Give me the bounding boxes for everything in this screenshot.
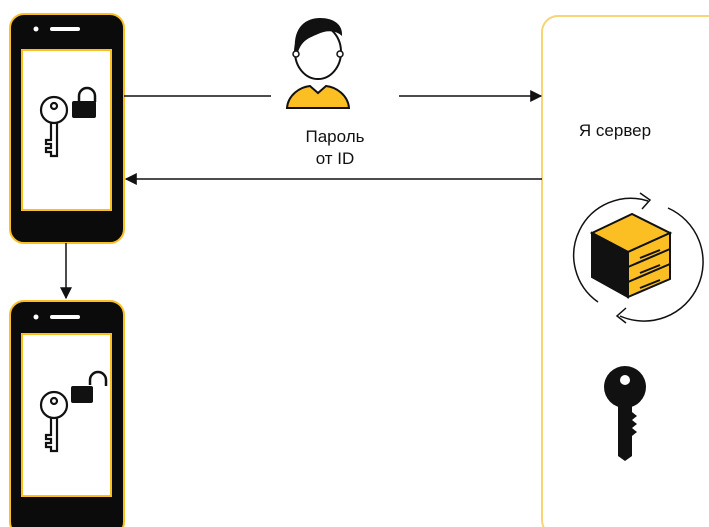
server-label: Я сервер [578,121,652,140]
lock-closed-icon [72,86,97,118]
phone-top-icon [9,13,125,244]
server-icon [589,212,673,299]
server-key-icon [604,366,646,461]
sync-arrows-icon [572,192,704,324]
phone-bottom-icon [9,300,125,527]
key-icon [39,390,69,453]
lock-open-icon [71,370,108,403]
password-label-line2: от ID [315,149,355,168]
password-label-line1: Пароль [305,127,365,146]
password-label: Пароль от ID [270,126,400,170]
key-icon [39,95,69,158]
user-icon [285,18,351,109]
